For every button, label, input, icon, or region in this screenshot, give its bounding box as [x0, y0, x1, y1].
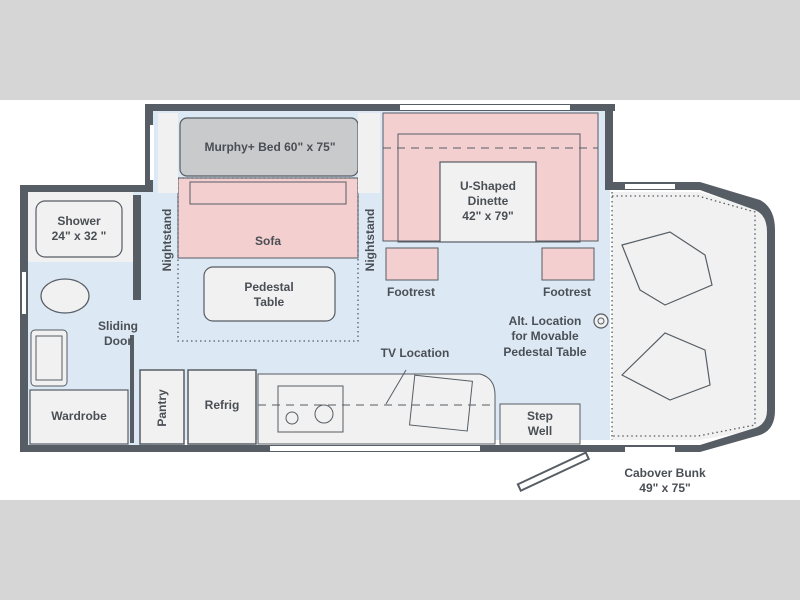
pedestal-table-label-2: Table — [254, 295, 285, 309]
cabover-bunk-label: Cabover Bunk — [624, 466, 706, 480]
dinette-label: U-Shaped — [460, 179, 516, 193]
dinette-label-2: Dinette — [468, 194, 509, 208]
burner-icon — [285, 411, 299, 425]
pedestal-table — [203, 266, 336, 322]
dinette-table — [439, 161, 537, 243]
alt-location-label-2: for Movable — [511, 329, 579, 343]
top-band — [0, 0, 800, 100]
entry-door[interactable] — [516, 451, 591, 492]
wardrobe-label: Wardrobe — [51, 409, 107, 423]
wardrobe — [29, 389, 129, 445]
bath-sink — [30, 329, 68, 387]
footrest-right — [541, 247, 595, 281]
dinette-size: 42" x 79" — [462, 209, 513, 223]
cab-seat-driver — [620, 231, 713, 401]
toilet — [40, 278, 90, 314]
nightstand-right — [358, 113, 380, 193]
step-well-label: Step — [527, 409, 553, 423]
kitchen-sink — [408, 374, 473, 432]
tv-leader — [385, 369, 407, 405]
shower-size: 24" x 32 " — [52, 229, 107, 243]
tv-location-label: TV Location — [381, 346, 450, 360]
windows — [22, 105, 675, 452]
bottom-band — [0, 500, 800, 600]
footrest-left-label: Footrest — [387, 285, 435, 299]
cabover-bunk-size: 49" x 75" — [639, 481, 690, 495]
step-well-label-2: Well — [528, 424, 552, 438]
alt-table-location-icon — [593, 313, 609, 329]
footrest-left — [385, 247, 439, 281]
shower — [35, 200, 123, 258]
stove — [277, 385, 344, 433]
pantry-label: Pantry — [155, 389, 169, 427]
alt-location-label: Alt. Location — [509, 314, 582, 328]
sofa-back — [189, 181, 347, 205]
pedestal-table-label: Pedestal — [244, 280, 293, 294]
nightstand-left-label: Nightstand — [160, 209, 174, 272]
galley-counter — [257, 373, 496, 445]
refrigerator — [187, 369, 257, 445]
alt-location-label-3: Pedestal Table — [503, 345, 586, 359]
microwave-icon — [314, 404, 334, 424]
sliding-door-label-2: Door — [104, 334, 132, 348]
footrest-right-label: Footrest — [543, 285, 591, 299]
bed-extent — [177, 177, 359, 342]
sofa-label: Sofa — [255, 234, 281, 248]
step-well — [499, 403, 581, 445]
sink-basin — [35, 335, 63, 381]
refrig-label: Refrig — [205, 398, 240, 412]
shower-label: Shower — [57, 214, 101, 228]
nightstand-left — [158, 113, 178, 193]
alt-table-inner — [597, 317, 605, 325]
sliding-door-label: Sliding — [98, 319, 138, 333]
pantry — [139, 369, 185, 445]
nightstand-right-label: Nightstand — [363, 209, 377, 272]
murphy-bed-label: Murphy+ Bed 60" x 75" — [204, 140, 335, 154]
cab-area — [612, 192, 768, 440]
